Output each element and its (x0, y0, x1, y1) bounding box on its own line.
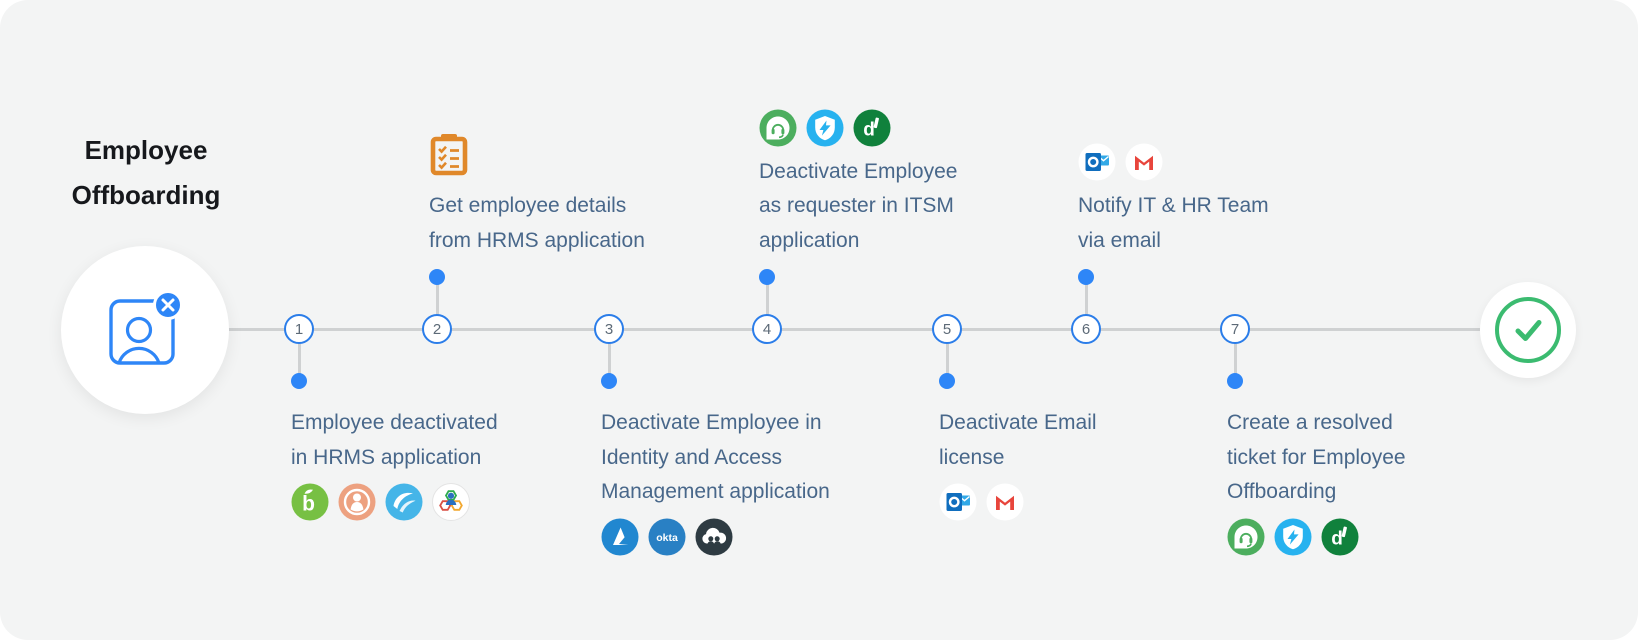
step-label: Employee deactivated in HRMS application (291, 406, 498, 475)
servicedesk-plus-icon: d (1321, 518, 1359, 556)
timeline-line (228, 328, 1480, 331)
zoho-people-icon (385, 483, 423, 521)
step-label-line: Notify IT & HR Team (1078, 194, 1269, 217)
svg-text:d: d (863, 119, 875, 140)
timeline-node-4: 4 (752, 314, 782, 344)
people-hr-icon (338, 483, 376, 521)
step-label-line: Offboarding (1227, 480, 1337, 503)
step-label-line: Get employee details (429, 194, 627, 217)
step-label-line: ticket for Employee (1227, 445, 1406, 469)
checklist-clipboard-icon (429, 132, 469, 181)
step-dot (291, 373, 307, 389)
step-label-line: in HRMS application (291, 445, 482, 469)
step-label-line: Deactivate Employee in (601, 411, 822, 434)
azure-ad-icon (601, 518, 639, 556)
step-connector (945, 329, 949, 381)
step-app-icons: b (291, 483, 498, 521)
workflow-title: Employee Offboarding (46, 128, 246, 218)
step-label: Deactivate Employee as requester in ITSM a… (759, 155, 957, 259)
timeline-node-1: 1 (284, 314, 314, 344)
step-dot (1078, 269, 1094, 285)
step-dot (429, 269, 445, 285)
step-connector (297, 329, 301, 381)
gmail-icon (1125, 143, 1163, 181)
workflow-title-line2: Offboarding (71, 180, 221, 210)
step-1-content: Employee deactivated in HRMS application b (291, 406, 498, 521)
timeline-node-2: 2 (422, 314, 452, 344)
step-app-icons (429, 132, 645, 181)
step-connector (607, 329, 611, 381)
step-app-icons: okta (601, 518, 830, 556)
svg-text:d: d (1331, 528, 1343, 549)
timeline-node-5: 5 (932, 314, 962, 344)
freshservice-icon (1227, 518, 1265, 556)
step-connector (1233, 329, 1237, 381)
step-dot (759, 269, 775, 285)
step-label: Deactivate Employee in Identity and Acces… (601, 406, 830, 510)
step-label-line: from HRMS application (429, 228, 645, 252)
workflow-title-line1: Employee (84, 135, 208, 165)
cloud-directory-icon (695, 518, 733, 556)
step-label: Notify IT & HR Team via email (1078, 189, 1269, 258)
step-2-content: Get employee details from HRMS applicatio… (429, 132, 645, 258)
step-label-line: Deactivate Employee (759, 159, 958, 183)
outlook-icon (939, 483, 977, 521)
outlook-icon (1078, 143, 1116, 181)
step-dot (939, 373, 955, 389)
deactivated-employee-icon (97, 280, 193, 381)
bolt-shield-icon (1274, 518, 1312, 556)
step-label: Get employee details from HRMS applicatio… (429, 189, 645, 258)
step-label-line: Deactivate Email (939, 411, 1097, 434)
step-label-line: Management application (601, 480, 830, 503)
step-app-icons (1078, 143, 1269, 181)
bamboohr-icon: b (291, 483, 329, 521)
okta-icon: okta (648, 518, 686, 556)
step-app-icons (939, 483, 1097, 521)
start-node (61, 246, 229, 414)
step-app-icons: d (1227, 518, 1406, 556)
freshservice-icon (759, 109, 797, 147)
end-node (1480, 282, 1576, 378)
servicedesk-plus-icon: d (853, 109, 891, 147)
step-label-line: application (759, 228, 860, 252)
step-label-line: via email (1078, 228, 1161, 252)
step-5-content: Deactivate Email license (939, 406, 1097, 521)
timeline-node-6: 6 (1071, 314, 1101, 344)
step-label-line: Create a resolved (1227, 411, 1393, 434)
step-label-line: Employee deactivated (291, 411, 498, 434)
svg-text:b: b (302, 493, 315, 516)
step-label: Deactivate Email license (939, 406, 1097, 475)
step-app-icons: d (759, 109, 957, 147)
step-connector (765, 277, 769, 329)
step-6-content: Notify IT & HR Team via email (1078, 143, 1269, 258)
timeline-node-3: 3 (594, 314, 624, 344)
step-dot (1227, 373, 1243, 389)
step-connector (1084, 277, 1088, 329)
step-3-content: Deactivate Employee in Identity and Acces… (601, 406, 830, 556)
gmail-icon (986, 483, 1024, 521)
step-dot (601, 373, 617, 389)
bolt-shield-icon (806, 109, 844, 147)
success-check-icon (1495, 297, 1561, 363)
keka-hr-icon (432, 483, 470, 521)
svg-text:okta: okta (656, 532, 678, 544)
step-label-line: as requester in ITSM (759, 194, 954, 217)
timeline-node-7: 7 (1220, 314, 1250, 344)
step-connector (435, 277, 439, 329)
step-label-line: Identity and Access (601, 445, 782, 469)
step-label-line: license (939, 445, 1005, 469)
